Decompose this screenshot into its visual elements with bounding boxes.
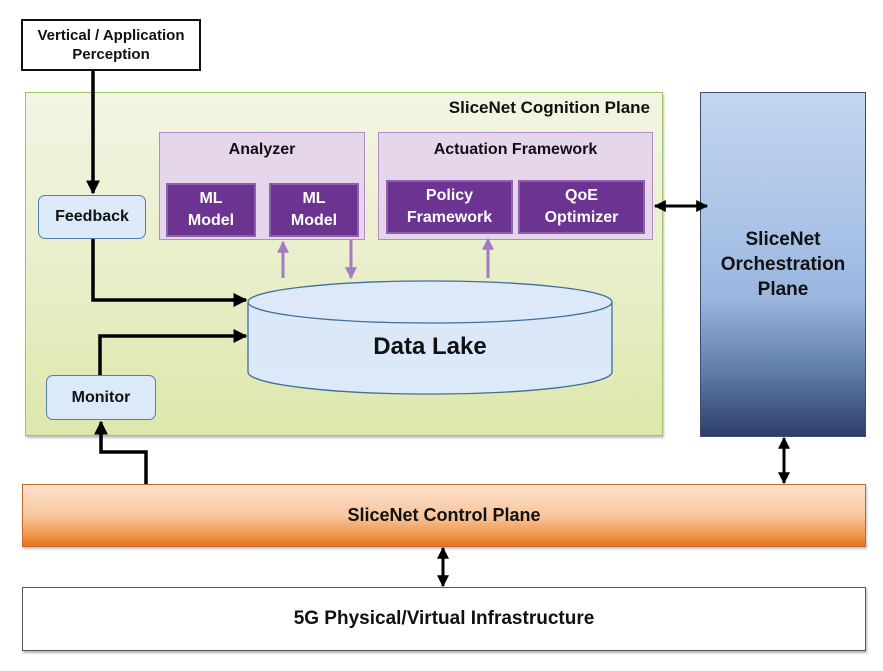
feedback-label: Feedback bbox=[55, 208, 129, 225]
monitor-label: Monitor bbox=[71, 388, 131, 406]
policy-framework-box: Policy Framework bbox=[386, 180, 513, 234]
ml-model-box-1: ML Model bbox=[166, 183, 256, 237]
cognition-plane-title: SliceNet Cognition Plane bbox=[448, 98, 650, 117]
vertical-application-perception-box: Vertical / Application Perception bbox=[21, 19, 201, 71]
ml-model-label-2: ML Model bbox=[290, 190, 338, 229]
control-plane-bar: SliceNet Control Plane bbox=[22, 484, 866, 547]
monitor-box: Monitor bbox=[46, 375, 156, 420]
control-plane-label: SliceNet Control Plane bbox=[347, 505, 541, 525]
orchestration-plane-box: SliceNet Orchestration Plane bbox=[700, 92, 866, 437]
orchestration-plane-label: SliceNet Orchestration Plane bbox=[720, 229, 846, 300]
qoe-optimizer-box: QoE Optimizer bbox=[518, 180, 645, 234]
ml-model-label-1: ML Model bbox=[187, 190, 235, 229]
infrastructure-bar: 5G Physical/Virtual Infrastructure bbox=[22, 587, 866, 651]
analyzer-title: Analyzer bbox=[228, 141, 296, 158]
data-lake-label: Data Lake bbox=[373, 333, 487, 360]
data-lake-label-box: Data Lake bbox=[248, 322, 612, 372]
qoe-optimizer-label: QoE Optimizer bbox=[544, 187, 619, 226]
actuation-framework-title: Actuation Framework bbox=[433, 141, 598, 158]
vertical-application-label: Vertical / Application Perception bbox=[37, 27, 185, 63]
infrastructure-label: 5G Physical/Virtual Infrastructure bbox=[293, 608, 595, 629]
policy-framework-label: Policy Framework bbox=[406, 187, 493, 226]
feedback-box: Feedback bbox=[38, 195, 146, 239]
ml-model-box-2: ML Model bbox=[269, 183, 359, 237]
